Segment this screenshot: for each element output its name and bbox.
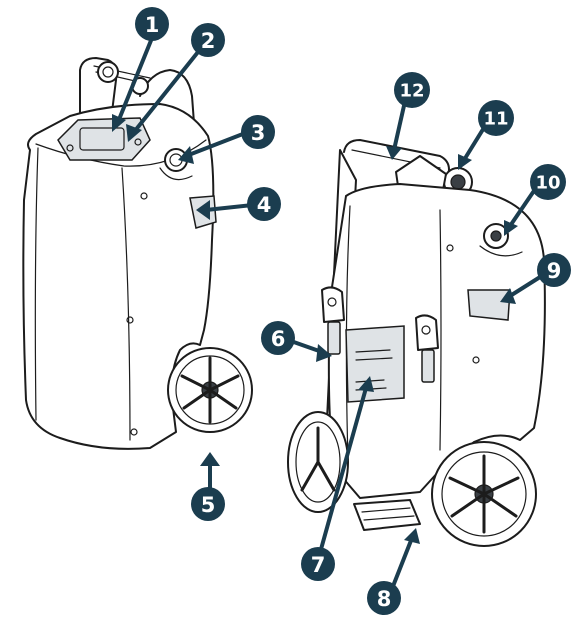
callout-label-8: 8 xyxy=(377,587,392,611)
latch-clip-left xyxy=(321,286,345,355)
display-screen xyxy=(79,127,125,151)
callout-label-5: 5 xyxy=(201,493,216,517)
callout-label-10: 10 xyxy=(535,173,560,194)
callout-2: 2 xyxy=(191,23,225,57)
callout-label-1: 1 xyxy=(145,13,160,37)
callout-10: 10 xyxy=(530,164,566,200)
callout-label-7: 7 xyxy=(311,553,326,577)
callout-9: 9 xyxy=(537,253,571,287)
arrow-9 xyxy=(500,288,516,304)
arrow-1 xyxy=(112,114,126,132)
callout-label-12: 12 xyxy=(399,81,424,102)
leader-1 xyxy=(116,37,154,123)
callout-1: 1 xyxy=(135,7,169,41)
callout-8: 8 xyxy=(367,581,401,615)
arrow-6 xyxy=(316,344,332,362)
callout-badges: 1 2 3 4 5 6 7 8 xyxy=(135,7,571,615)
front-view-device xyxy=(22,57,253,450)
leader-2 xyxy=(132,50,200,134)
support-foot xyxy=(353,499,421,531)
arrow-3 xyxy=(178,146,194,164)
arrow-7 xyxy=(358,376,374,392)
leader-3 xyxy=(185,130,249,158)
callout-11: 11 xyxy=(478,100,514,136)
rear-label-panel xyxy=(345,325,405,403)
callout-label-4: 4 xyxy=(257,193,272,217)
arrow-11 xyxy=(458,154,472,170)
arrow-2 xyxy=(126,124,142,142)
arrow-10 xyxy=(504,220,518,236)
rear-vent xyxy=(467,289,511,321)
callout-3: 3 xyxy=(241,115,275,149)
callout-label-6: 6 xyxy=(271,327,286,351)
arrow-4 xyxy=(196,200,210,220)
front-handle-hinge xyxy=(97,61,119,83)
leader-7 xyxy=(316,387,368,561)
arrow-5 xyxy=(200,452,220,466)
callout-6: 6 xyxy=(261,321,295,355)
callout-label-3: 3 xyxy=(251,121,266,145)
callout-label-9: 9 xyxy=(547,259,562,283)
callout-4: 4 xyxy=(247,187,281,221)
rear-view-device xyxy=(287,139,546,547)
callout-12: 12 xyxy=(394,72,430,108)
callout-7: 7 xyxy=(301,547,335,581)
callout-label-11: 11 xyxy=(483,109,508,130)
arrow-8 xyxy=(404,528,420,544)
callout-5: 5 xyxy=(191,487,225,521)
callout-leaders xyxy=(112,37,550,605)
latch-clip-right xyxy=(415,314,439,383)
front-body xyxy=(22,103,215,450)
arrow-12 xyxy=(386,146,402,160)
callout-label-2: 2 xyxy=(201,29,216,53)
